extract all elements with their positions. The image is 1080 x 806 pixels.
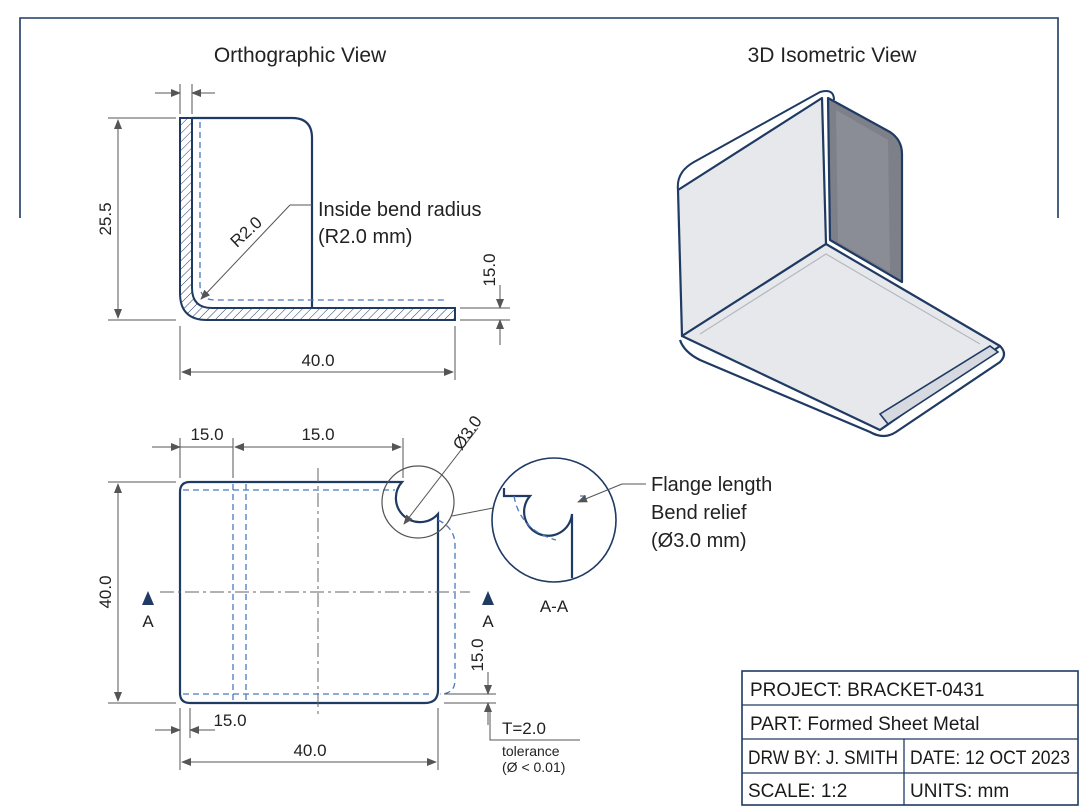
- ortho-radius-dim: R2.0: [227, 213, 266, 251]
- iso-lip: [878, 345, 1000, 426]
- section-marker-right: [482, 591, 494, 605]
- detail-note-line1: Flange length: [651, 474, 772, 496]
- iso-view-title: 3D Isometric View: [748, 44, 918, 67]
- flat-thickness-note: T=2.0: [502, 719, 546, 738]
- detail-callout-circle: [381, 465, 455, 539]
- detail-circle: [491, 457, 617, 583]
- ortho-height-dim: 25.5: [96, 202, 115, 235]
- title-block-date: DATE: 12 OCT 2023: [910, 748, 1070, 769]
- title-block-project: PROJECT: BRACKET-0431: [750, 680, 984, 701]
- flat-top-mid-dim: 15.0: [301, 425, 334, 444]
- ortho-view: 25.5 R2.0 Inside bend radius (R2.0 mm) 1…: [96, 84, 510, 380]
- flat-hidden-lines: [183, 484, 456, 700]
- flat-bottom-left-dim: 15.0: [213, 711, 246, 730]
- section-marker-right-label: A: [482, 612, 494, 631]
- title-block: PROJECT: BRACKET-0431 PART: Formed Sheet…: [741, 670, 1079, 806]
- ortho-flange-dim: 15.0: [480, 253, 499, 286]
- ortho-note-line1: Inside bend radius: [318, 199, 481, 221]
- flat-pattern-view: A A 15.0 15.0 Ø3.0 40.0 15.0 15.0: [96, 412, 580, 775]
- section-marker-left: [142, 591, 154, 605]
- title-block-scale: SCALE: 1:2: [748, 781, 847, 802]
- flat-hole-dim: Ø3.0: [449, 412, 486, 453]
- detail-section-label: A-A: [540, 597, 569, 616]
- flat-tolerance-line2: (Ø < 0.01): [502, 759, 565, 775]
- title-block-units: UNITS: mm: [910, 781, 1009, 802]
- iso-side-wall-inner: [836, 110, 890, 272]
- ortho-view-title: Orthographic View: [214, 44, 387, 67]
- title-block-drawn-by: DRW BY: J. SMITH: [748, 748, 898, 769]
- flat-tolerance-line1: tolerance: [502, 743, 560, 759]
- iso-back-wall-top-edge: [676, 90, 835, 191]
- flat-top-left-dim: 15.0: [190, 425, 223, 444]
- detail-note-line2: Bend relief: [651, 502, 747, 524]
- detail-note-line3: (Ø3.0 mm): [651, 530, 747, 552]
- isometric-view: [676, 90, 1006, 438]
- flat-outline: [178, 480, 440, 705]
- flat-height-dim: 40.0: [96, 575, 115, 608]
- iso-base-front-edge: [678, 339, 1006, 438]
- detail-view-a-a: A-A Flange length Bend relief (Ø3.0 mm): [491, 457, 772, 616]
- ortho-width-dim: 40.0: [301, 351, 334, 370]
- section-marker-left-label: A: [142, 612, 154, 631]
- drawing-frame: [19, 17, 1059, 218]
- flat-bottom-width-dim: 40.0: [293, 741, 326, 760]
- title-block-part: PART: Formed Sheet Metal: [750, 714, 980, 735]
- iso-inner-edge: [699, 253, 981, 345]
- detail-outline: [502, 488, 574, 578]
- ortho-part-outline: [192, 116, 314, 308]
- flat-right-dim: 15.0: [468, 638, 487, 671]
- ortho-part-section: [179, 117, 456, 321]
- ortho-note-line2: (R2.0 mm): [318, 226, 412, 248]
